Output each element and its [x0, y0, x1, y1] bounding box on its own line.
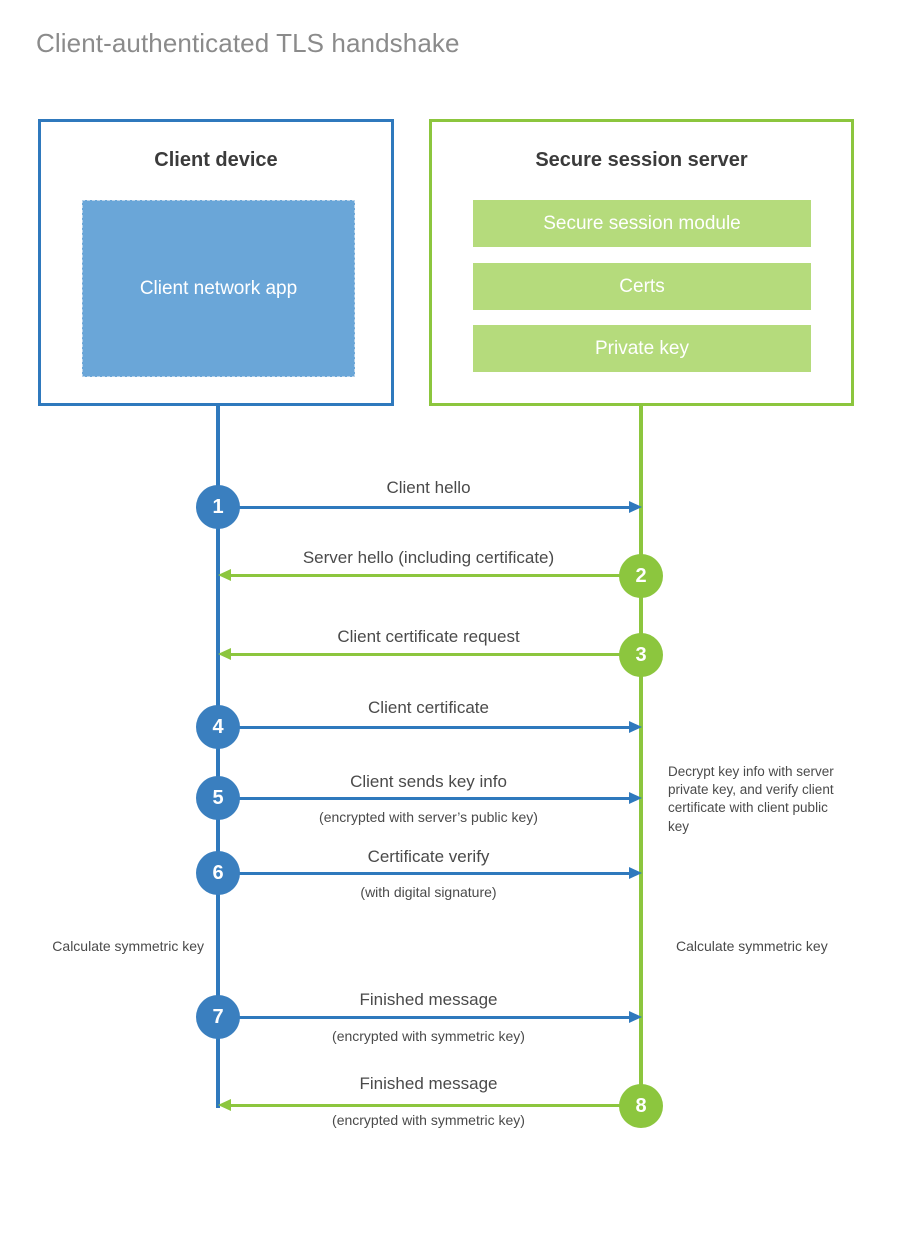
- page-title: Client-authenticated TLS handshake: [36, 28, 460, 58]
- step-2-badge: 2: [619, 554, 663, 598]
- server-component-label: Private key: [595, 337, 689, 359]
- step-5-badge: 5: [196, 776, 240, 820]
- step-8-sublabel: (encrypted with symmetric key): [332, 1112, 525, 1128]
- step-4-badge: 4: [196, 705, 240, 749]
- client-device-box: Client device Client network app: [38, 119, 394, 406]
- step-6-label: Certificate verify: [367, 847, 490, 866]
- step-number: 1: [212, 495, 224, 518]
- server-component-label: Certs: [619, 275, 665, 297]
- secure-session-server-title: Secure session server: [535, 149, 748, 171]
- step-3-badge: 3: [619, 633, 663, 677]
- server-lifeline: [639, 406, 643, 1106]
- client-network-app-label: Client network app: [139, 277, 298, 299]
- step-8-label: Finished message: [359, 1074, 498, 1093]
- step-7-badge: 7: [196, 995, 240, 1039]
- server-component-secure-session-module: Secure session module: [473, 200, 811, 247]
- step-6-badge: 6: [196, 851, 240, 895]
- step-1-label: Client hello: [386, 478, 471, 497]
- client-network-app-block: Client network app: [82, 200, 355, 377]
- step-number: 2: [635, 564, 647, 587]
- client-device-title: Client device: [154, 149, 278, 171]
- step-number: 7: [212, 1005, 224, 1028]
- step-6-sublabel: (with digital signature): [360, 884, 497, 900]
- step-7-sublabel: (encrypted with symmetric key): [332, 1028, 525, 1044]
- step-number: 5: [212, 786, 224, 809]
- step-4-label: Client certificate: [368, 698, 489, 717]
- step-5-sublabel: (encrypted with server’s public key): [319, 809, 538, 825]
- step-3-label: Client certificate request: [337, 627, 520, 646]
- secure-session-server-box: Secure session server Secure session mod…: [429, 119, 854, 406]
- step-1-badge: 1: [196, 485, 240, 529]
- client-lifeline: [216, 406, 220, 1108]
- step-number: 4: [212, 715, 224, 738]
- client-calculate-symmetric-key-annotation: Calculate symmetric key: [52, 938, 204, 954]
- step-number: 8: [635, 1094, 647, 1117]
- server-calculate-symmetric-key-annotation: Calculate symmetric key: [676, 938, 828, 954]
- step-5-label: Client sends key info: [350, 772, 507, 791]
- server-decrypt-annotation: Decrypt key info with server private key…: [668, 764, 834, 834]
- server-component-label: Secure session module: [543, 212, 741, 234]
- server-component-certs: Certs: [473, 263, 811, 310]
- server-component-private-key: Private key: [473, 325, 811, 372]
- step-number: 3: [635, 643, 647, 666]
- step-7-label: Finished message: [359, 990, 498, 1009]
- step-8-badge: 8: [619, 1084, 663, 1128]
- step-number: 6: [212, 861, 224, 884]
- step-2-label: Server hello (including certificate): [302, 548, 555, 567]
